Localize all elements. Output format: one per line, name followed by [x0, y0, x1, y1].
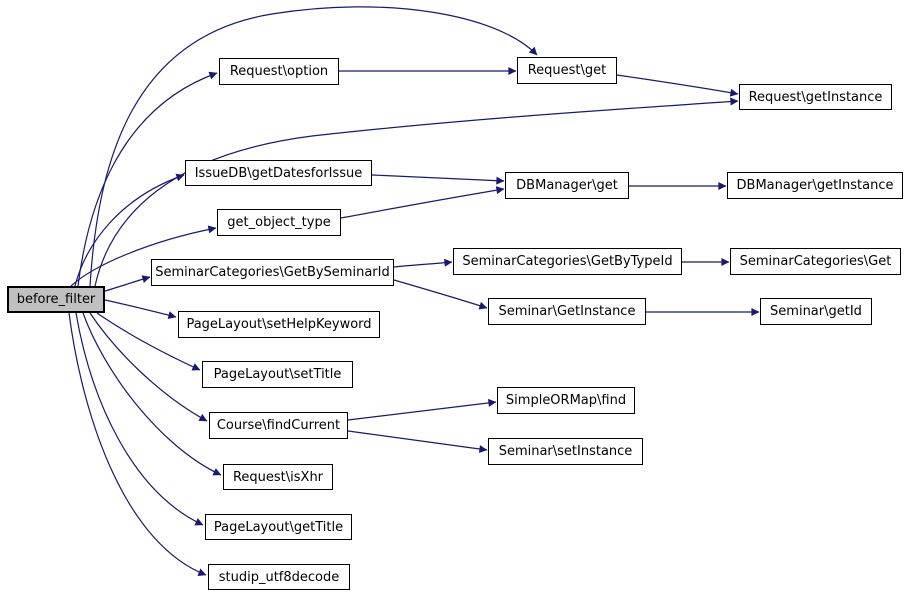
edge-request-get-to-request-getinstance: [616, 74, 739, 97]
node-simpleormap-find[interactable]: SimpleORMap\find: [497, 387, 635, 414]
node-request-isxhr[interactable]: Request\isXhr: [223, 464, 333, 490]
node-dbmanager-getinstance[interactable]: DBManager\getInstance: [727, 172, 903, 199]
edge-before-filter-to-request-getinstance: [94, 97, 739, 287]
edge-before-filter-to-pagelayout-settitle: [96, 312, 201, 371]
node-seminar-getinstance[interactable]: Seminar\GetInstance: [488, 298, 646, 325]
edge-seminarcategories-getbyseminarid-to-getbytypeid: [393, 258, 453, 268]
node-pagelayout-gettitle[interactable]: PageLayout\getTitle: [205, 514, 352, 540]
node-request-get[interactable]: Request\get: [517, 57, 617, 84]
edge-before-filter-to-request-isxhr: [82, 312, 222, 476]
node-seminar-setinstance[interactable]: Seminar\setInstance: [488, 438, 643, 465]
node-issuedb-getdatesforissue[interactable]: IssueDB\getDatesforIssue: [185, 160, 372, 186]
node-get-object-type[interactable]: get_object_type: [217, 209, 341, 236]
edge-before-filter-to-request-get: [89, 6, 538, 287]
edge-course-findcurrent-to-seminar-setinstance: [347, 430, 488, 454]
edge-course-findcurrent-to-simpleormap-find: [347, 398, 497, 421]
node-studip-utf8decode[interactable]: studip_utf8decode: [208, 564, 350, 590]
node-request-option[interactable]: Request\option: [219, 58, 339, 85]
node-before-filter[interactable]: before_filter: [7, 286, 105, 313]
edge-before-filter-to-request-option: [77, 71, 218, 287]
edge-before-filter-to-studip-utf8decode: [68, 312, 207, 576]
node-dbmanager-get[interactable]: DBManager\get: [505, 172, 629, 199]
node-seminar-getid[interactable]: Seminar\getId: [760, 298, 872, 325]
edge-before-filter-to-pagelayout-sethelpkeyword: [104, 299, 177, 320]
edge-seminarcategories-getbyseminarid-to-seminar-getinstance: [393, 279, 488, 310]
edge-before-filter-to-seminarcategories-getbyseminarid: [104, 275, 151, 292]
edge-before-filter-to-issuedb-getdatesforissue: [74, 173, 185, 287]
node-course-findcurrent[interactable]: Course\findCurrent: [209, 412, 348, 439]
node-request-getinstance[interactable]: Request\getInstance: [739, 84, 892, 110]
edge-before-filter-to-pagelayout-gettitle: [75, 312, 204, 526]
node-pagelayout-settitle[interactable]: PageLayout\setTitle: [202, 361, 353, 388]
node-seminarcategories-getbyseminarid[interactable]: SeminarCategories\GetBySeminarId: [151, 259, 394, 286]
edge-get-object-type-to-dbmanager-get: [340, 186, 505, 219]
node-seminarcategories-getbytypeid[interactable]: SeminarCategories\GetByTypeId: [453, 248, 682, 275]
edge-before-filter-to-course-findcurrent: [89, 312, 208, 422]
edge-before-filter-to-get-object-type: [70, 225, 217, 287]
edge-issuedb-getdatesforissue-to-dbmanager-get: [371, 174, 505, 185]
node-seminarcategories-get[interactable]: SeminarCategories\Get: [730, 248, 901, 275]
node-pagelayout-sethelpkeyword[interactable]: PageLayout\setHelpKeyword: [178, 311, 380, 338]
